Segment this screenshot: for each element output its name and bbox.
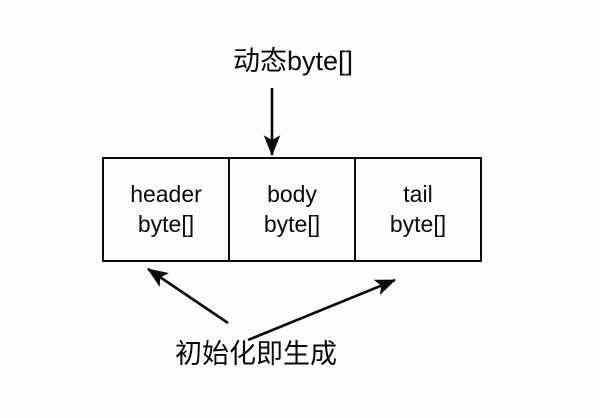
segment-box-header: header byte[] <box>102 157 230 262</box>
segment-box-body: body byte[] <box>228 157 356 262</box>
segment-tail-type: byte[] <box>389 210 447 237</box>
arrow-to-tail-icon <box>247 278 396 342</box>
segment-box-tail: tail byte[] <box>354 157 482 262</box>
segment-body-name: body <box>267 181 317 208</box>
segment-body-type: byte[] <box>263 210 321 237</box>
arrow-to-header-icon <box>147 267 229 325</box>
segment-tail-name: tail <box>403 181 433 208</box>
top-annotation-label: 动态byte[] <box>233 46 354 76</box>
bottom-annotation-label: 初始化即生成 <box>175 339 337 369</box>
segment-header-type: byte[] <box>137 210 195 237</box>
segment-header-name: header <box>130 181 202 208</box>
